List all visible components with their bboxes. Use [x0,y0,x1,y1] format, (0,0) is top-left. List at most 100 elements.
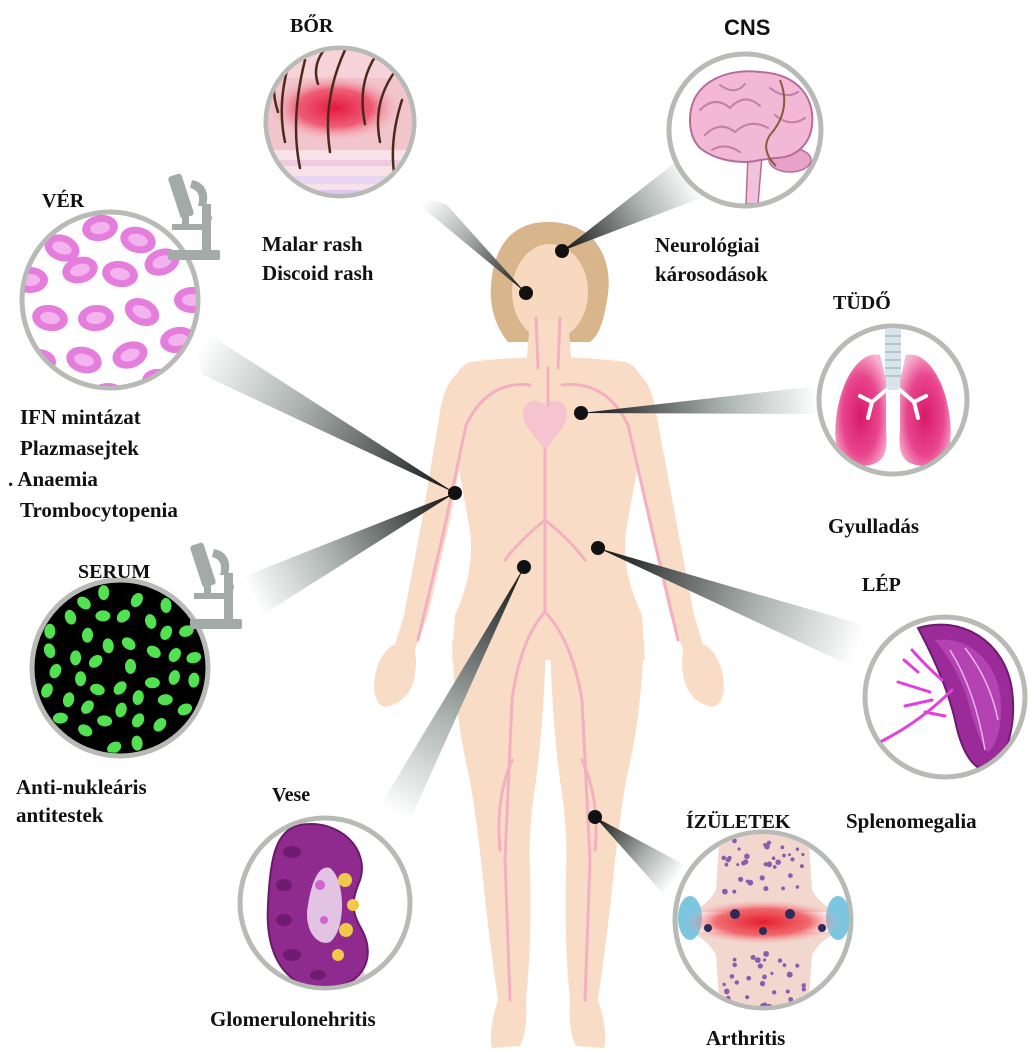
bone-speckle [767,841,771,845]
bone-speckle [738,877,743,882]
bone-speckle [755,957,761,963]
bone-speckle [788,853,791,856]
anchor-dot-tudo [574,406,588,420]
bone-speckle [763,958,766,961]
bone-speckle [773,865,777,869]
antibody-spot [125,659,136,674]
bone-speckle [758,963,763,968]
bone-speckle [783,963,787,967]
spleen-icon [865,617,1025,777]
joint-icon [675,830,851,1012]
bone-speckle [770,972,773,975]
serum-line-1: Anti-nukleáris [16,775,147,799]
bone-speckle [786,990,790,994]
bone-speckle [751,955,756,960]
bone-speckle [725,863,729,867]
bone-speckle [733,958,737,962]
bone-speckle [764,862,768,866]
izuletek-title: ÍZÜLETEK [686,810,791,833]
bone-speckle [738,847,741,850]
bone-speckle [732,890,736,894]
bone-speckle [747,880,753,886]
skin-icon [262,48,422,205]
bor-line-1: Malar rash [262,232,363,256]
anchor-dot-cns [555,244,569,258]
tudo-line-1: Gyulladás [828,514,919,538]
anchor-dot-vese [517,560,531,574]
bone-speckle [722,889,728,895]
ver-line-3: . Anaemia [8,467,98,491]
cns-line-1: Neurológiai [655,233,760,257]
bone-speckle [790,857,794,861]
bone-speckle [782,854,786,858]
red-blood-cell [12,267,48,293]
bone-speckle [732,963,737,968]
brain-icon [669,54,821,206]
bone-speckle [763,951,769,957]
bone-speckle [743,859,748,864]
antibody-spot [98,585,109,600]
bone-speckle [745,995,749,999]
bone-speckle [772,856,776,860]
vese-line-1: Glomerulonehritis [210,1007,376,1031]
cns-title: CNS [724,15,770,40]
bor-title: BŐR [290,13,334,37]
ver-line-4: Trombocytopenia [20,498,178,522]
anchor-dot-ver-serum [448,486,462,500]
bone-speckle [725,991,729,995]
bone-speckle [726,857,731,862]
anchor-dot-bor [519,286,533,300]
bone-speckle [776,860,781,865]
bone-speckle [801,853,804,856]
kidney-icon [240,818,410,1000]
bone-speckle [723,983,726,986]
bone-speckle [760,875,765,880]
bone-speckle [760,981,765,986]
bone-speckle [781,845,785,849]
ver-title: VÉR [42,189,85,212]
bone-speckle [763,886,768,891]
red-blood-cell [174,287,210,313]
bone-speckle [796,848,799,851]
bone-speckle [802,987,806,991]
izuletek-line-1: Arthritis [706,1026,785,1050]
blood-cells-icon [12,212,210,413]
bone-speckle [788,873,793,878]
anchor-dot-izuletek [588,810,602,824]
bone-speckle [796,885,800,889]
tudo-title: TÜDŐ [833,290,891,314]
vese-title: Vese [272,784,310,806]
connector-ver [196,326,455,493]
ver-line-1: IFN mintázat [20,405,141,429]
bone-speckle [781,887,785,891]
bone-speckle [787,972,793,978]
lungs-icon [819,326,967,474]
bone-speckle [762,975,767,980]
right-hand [682,645,724,707]
bone-speckle [800,864,804,868]
anchor-dot-lep [591,541,605,555]
bone-speckle [735,980,739,984]
serum-line-2: antitestek [16,803,104,827]
bone-speckle [744,854,750,860]
serum-title: SERUM [78,561,150,583]
fluorescent-antibody-icon [32,580,208,756]
ver-line-2: Plazmasejtek [20,436,139,460]
bone-speckle [778,958,782,962]
bone-speckle [746,976,751,981]
lep-title: LÉP [862,573,901,596]
bone-speckle [736,863,739,866]
bone-speckle [772,990,776,994]
microscope-icon [190,542,242,629]
cns-line-2: károsodások [655,262,768,286]
human-body-icon [374,222,724,1048]
lep-line-1: Splenomegalia [846,809,977,833]
bone-speckle [795,964,799,968]
left-hand [374,645,416,707]
bone-speckle [722,856,727,861]
bor-line-2: Discoid rash [262,261,374,285]
bone-speckle [802,983,806,987]
bone-speckle [730,974,735,979]
